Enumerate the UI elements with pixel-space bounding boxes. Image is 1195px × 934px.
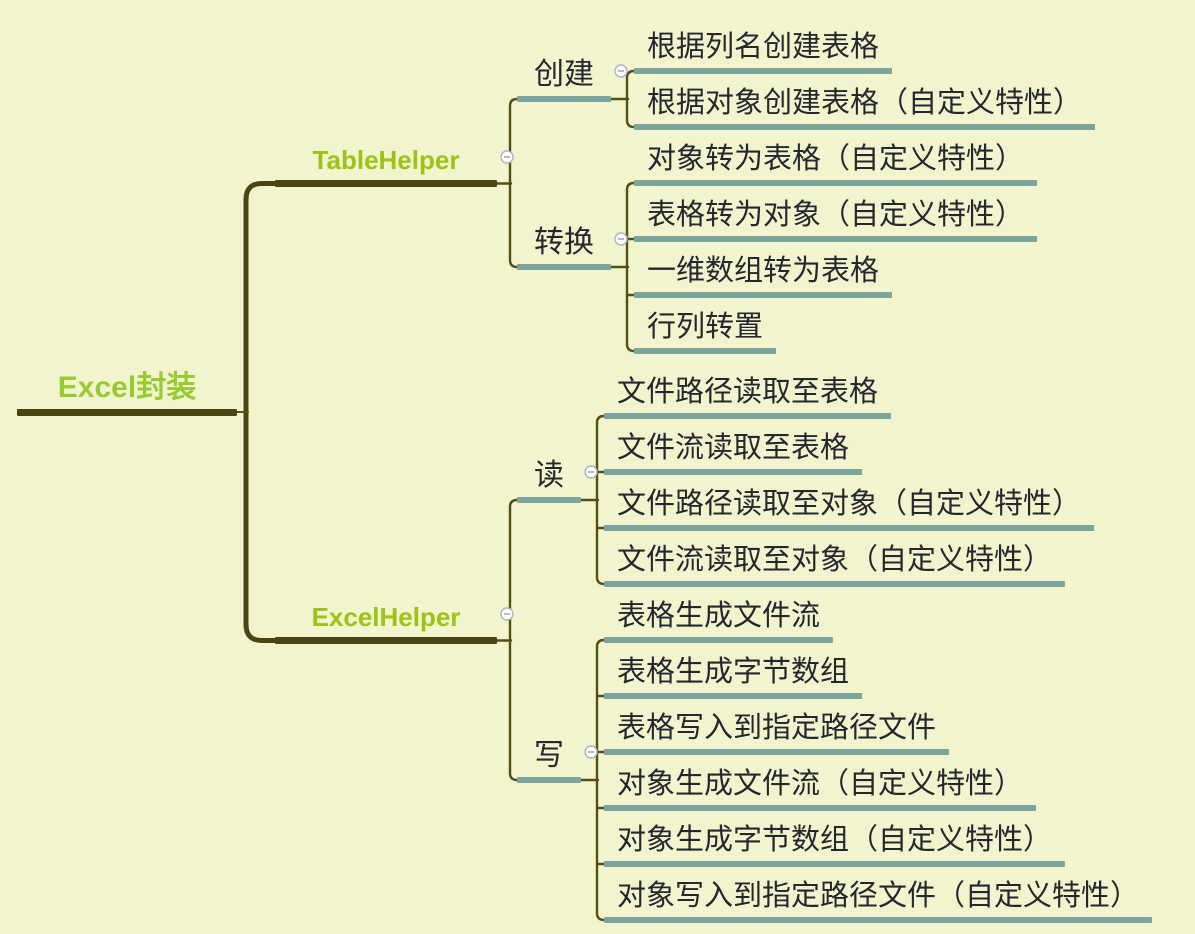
topic-node[interactable]: 文件流读取至表格	[604, 432, 862, 476]
topic-label: 对象写入到指定路径文件（自定义特性）	[616, 880, 1139, 912]
topic-label: 对象生成文件流（自定义特性）	[616, 768, 1023, 800]
topic-label: 文件路径读取至表格	[616, 376, 878, 408]
branch-underline	[604, 917, 1152, 924]
topic-node[interactable]: 对象生成文件流（自定义特性）	[604, 768, 1036, 812]
topic-node[interactable]: 表格写入到指定路径文件	[604, 712, 949, 756]
topic-label: 文件流读取至对象（自定义特性）	[616, 544, 1052, 576]
topic-label: 对象转为表格（自定义特性）	[646, 143, 1024, 175]
topic-node[interactable]: 一维数组转为表格	[634, 255, 892, 299]
topic-label: 文件流读取至表格	[616, 432, 849, 464]
branch-underline	[517, 96, 611, 103]
topic-label: 根据对象创建表格（自定义特性）	[646, 87, 1082, 119]
collapse-minus-icon[interactable]	[614, 64, 628, 78]
branch-underline	[634, 348, 776, 355]
branch-underline	[634, 124, 1095, 131]
branch-underline	[634, 68, 892, 75]
collapse-minus-icon[interactable]	[584, 465, 598, 479]
topic-node[interactable]: 表格生成字节数组	[604, 656, 862, 700]
branch-underline	[604, 581, 1065, 588]
topic-label: 表格写入到指定路径文件	[616, 712, 936, 744]
topic-label: 表格生成字节数组	[616, 656, 849, 688]
branch-underline	[604, 749, 949, 756]
topic-label: 转换	[534, 226, 594, 259]
topic-node[interactable]: 行列转置	[634, 311, 776, 355]
branch-underline	[517, 777, 581, 784]
topic-node[interactable]: 对象生成字节数组（自定义特性）	[604, 824, 1065, 868]
topic-label: 写	[534, 739, 564, 772]
topic-label: 创建	[534, 58, 594, 91]
topic-node[interactable]: 根据列名创建表格	[634, 31, 892, 75]
topic-node[interactable]: TableHelper	[275, 145, 497, 187]
branch-underline	[634, 292, 892, 299]
topic-label: 一维数组转为表格	[646, 255, 879, 287]
topic-label: 表格生成文件流	[616, 600, 820, 632]
branch-underline	[275, 179, 497, 187]
branch-underline	[604, 637, 833, 644]
branch-line	[508, 498, 522, 782]
collapse-minus-icon[interactable]	[614, 232, 628, 246]
topic-node[interactable]: 写	[517, 739, 581, 784]
collapse-minus-icon[interactable]	[500, 607, 514, 621]
topic-node[interactable]: 创建	[517, 58, 611, 103]
topic-label: Excel封装	[57, 370, 197, 404]
branch-underline	[604, 525, 1094, 532]
topic-label: 对象生成字节数组（自定义特性）	[616, 824, 1052, 856]
topic-node[interactable]: 根据对象创建表格（自定义特性）	[634, 87, 1095, 131]
collapse-minus-icon[interactable]	[584, 745, 598, 759]
branch-underline	[604, 693, 862, 700]
topic-label: 读	[534, 459, 564, 492]
branch-underline	[634, 180, 1037, 187]
branch-underline	[517, 497, 581, 504]
topic-node[interactable]: 读	[517, 459, 581, 504]
branch-underline	[604, 805, 1036, 812]
collapse-minus-icon[interactable]	[500, 150, 514, 164]
topic-node[interactable]: 对象转为表格（自定义特性）	[634, 143, 1037, 187]
topic-node[interactable]: 文件路径读取至对象（自定义特性）	[604, 488, 1094, 532]
topic-node[interactable]: 文件路径读取至表格	[604, 376, 891, 420]
branch-line	[243, 181, 281, 643]
branch-underline	[17, 408, 237, 416]
topic-node[interactable]: 对象写入到指定路径文件（自定义特性）	[604, 880, 1152, 924]
topic-label: 行列转置	[646, 311, 763, 343]
topic-node[interactable]: 表格转为对象（自定义特性）	[634, 199, 1037, 243]
topic-label: 文件路径读取至对象（自定义特性）	[616, 488, 1081, 520]
branch-underline	[604, 469, 862, 476]
topic-node[interactable]: ExcelHelper	[275, 602, 497, 644]
topic-label: TableHelper	[312, 145, 460, 175]
topic-label: 表格转为对象（自定义特性）	[646, 199, 1024, 231]
root-topic[interactable]: Excel封装	[17, 371, 237, 416]
topic-label: 根据列名创建表格	[646, 31, 879, 63]
topic-node[interactable]: 表格生成文件流	[604, 600, 833, 644]
branch-underline	[604, 413, 891, 420]
topic-label: ExcelHelper	[311, 602, 461, 632]
branch-underline	[275, 636, 497, 644]
branch-underline	[604, 861, 1065, 868]
branch-underline	[517, 264, 611, 271]
branch-underline	[634, 236, 1037, 243]
topic-node[interactable]: 转换	[517, 226, 611, 271]
topic-node[interactable]: 文件流读取至对象（自定义特性）	[604, 544, 1065, 588]
